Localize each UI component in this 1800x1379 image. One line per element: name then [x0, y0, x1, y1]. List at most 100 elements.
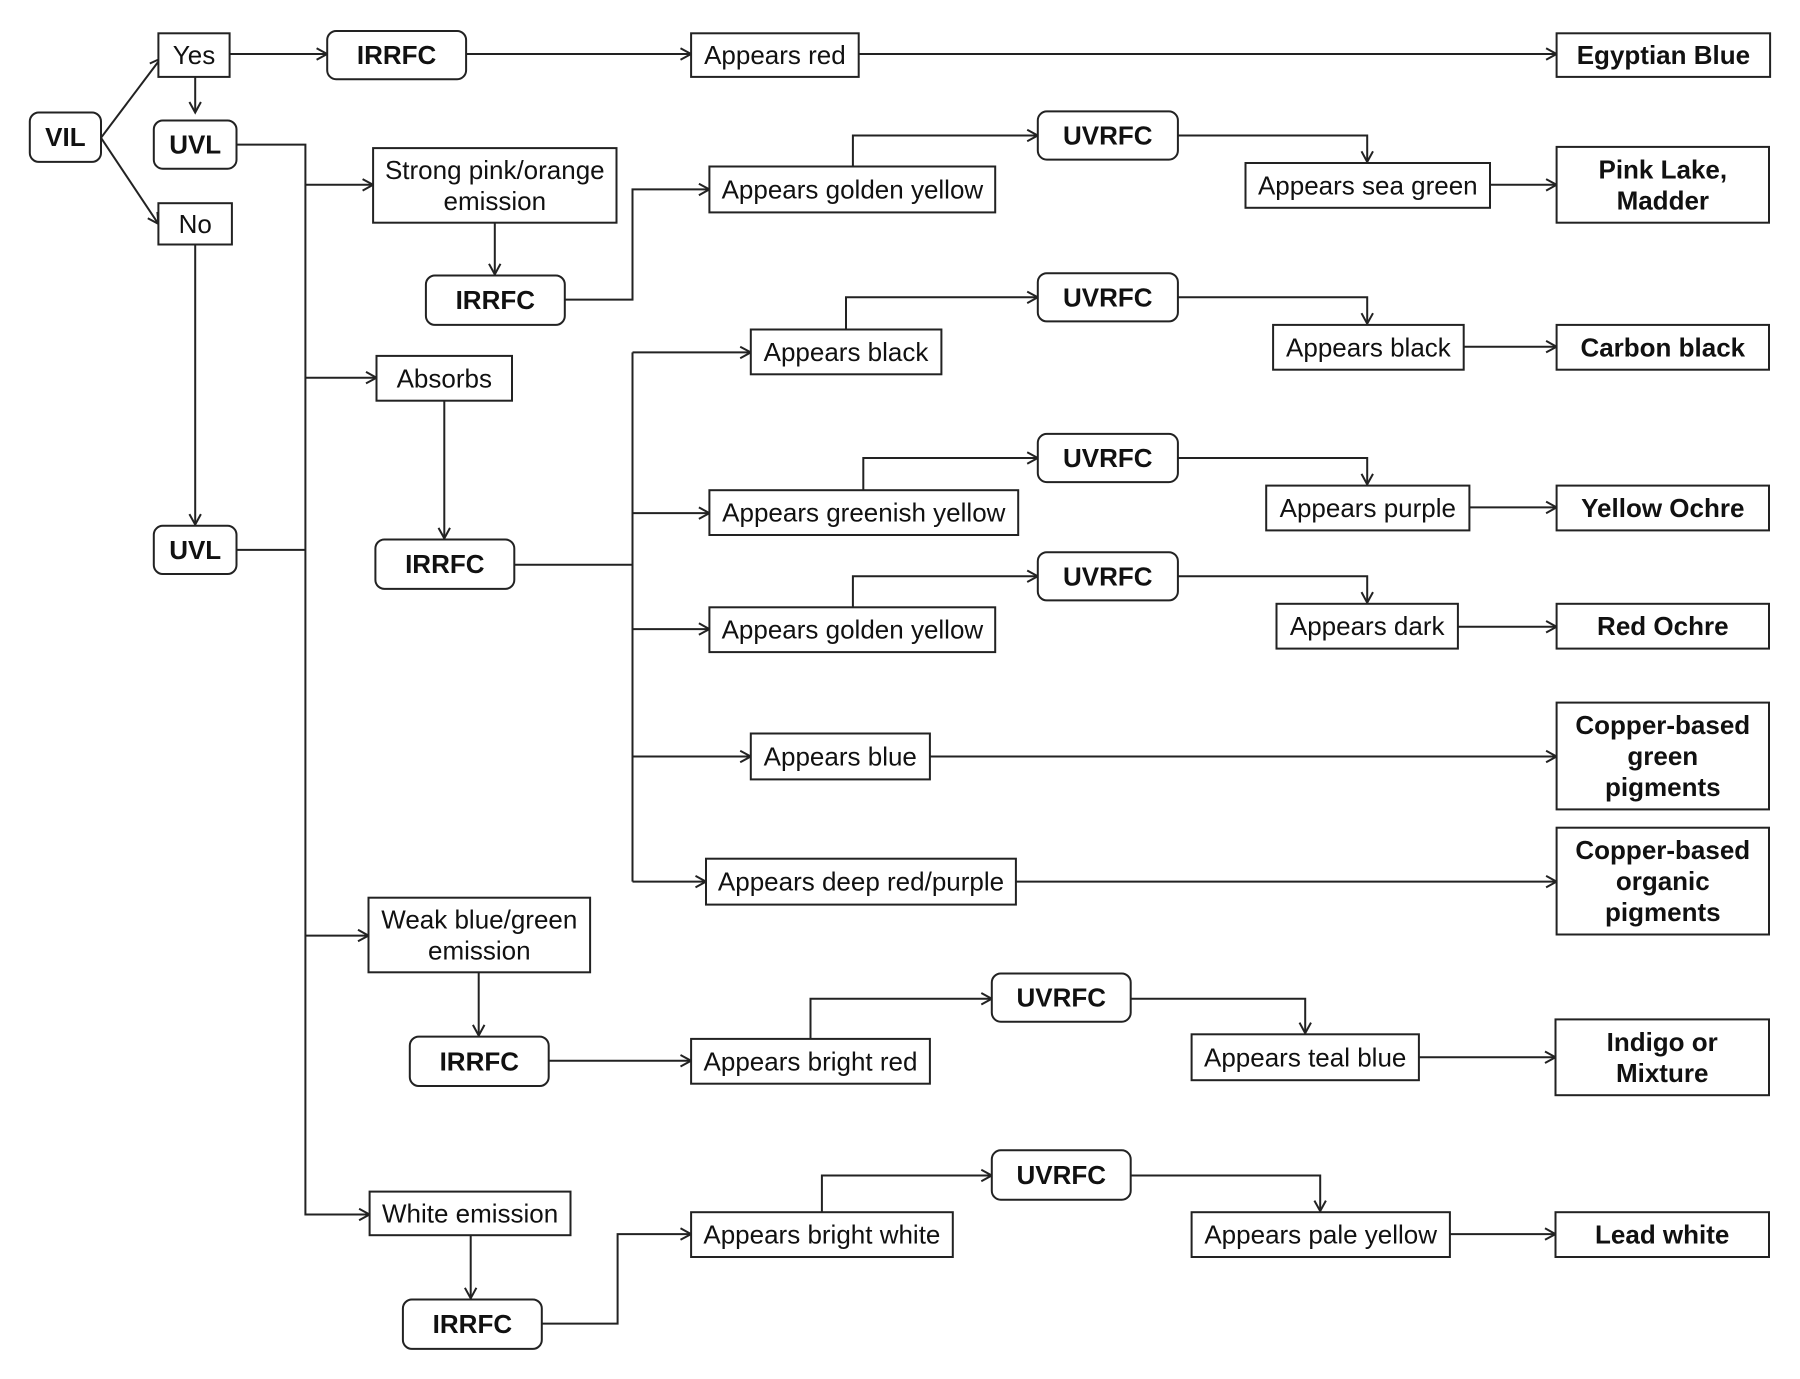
arrowhead-icon	[488, 263, 502, 277]
connector-arrow	[1457, 620, 1559, 634]
node-appears-red: Appears red	[690, 32, 860, 78]
connector-arrow	[541, 1227, 694, 1325]
node-label: Mixture	[1616, 1058, 1708, 1088]
node-teal: Appears teal blue	[1190, 1033, 1420, 1082]
connector-arrow	[1469, 500, 1559, 515]
node-no: No	[157, 202, 233, 246]
node-label: IRRFC	[405, 549, 485, 579]
node-uvl-no: UVL	[152, 524, 238, 575]
node-label: IRRFC	[357, 40, 437, 70]
node-sea-green: Appears sea green	[1244, 162, 1491, 209]
arrowhead-icon	[1360, 591, 1374, 605]
node-label: UVRFC	[1063, 121, 1153, 151]
connector-arrow	[188, 76, 202, 115]
connector-arrow	[472, 972, 486, 1038]
arrowhead-icon	[1360, 312, 1374, 326]
node-label: UVRFC	[1063, 282, 1153, 312]
connector-arrow	[929, 749, 1559, 764]
arrowhead-icon	[1298, 1022, 1312, 1036]
node-lead-white: Lead white	[1554, 1211, 1770, 1258]
connector-arrow	[466, 47, 694, 61]
arrowhead-icon	[188, 101, 202, 115]
connector-arrow	[236, 143, 372, 1222]
node-label: Copper-based	[1575, 835, 1750, 865]
connector-arrow	[851, 128, 1040, 167]
node-label: UVL	[169, 535, 221, 565]
connector-arrow	[437, 400, 451, 541]
node-egyptian-blue: Egyptian Blue	[1555, 32, 1772, 78]
node-label: Appears purple	[1280, 493, 1456, 523]
node-label: Appears black	[1286, 332, 1452, 362]
node-label: Absorbs	[397, 363, 492, 393]
node-abs-blue: Appears blue	[749, 732, 931, 781]
connector-arrow	[1130, 1174, 1327, 1214]
node-label: Madder	[1617, 185, 1709, 215]
node-yellow-ochre: Yellow Ochre	[1555, 484, 1770, 532]
connector-arrow	[100, 137, 160, 226]
connector-arrow	[862, 451, 1040, 491]
node-irrfc-abs: IRRFC	[374, 538, 516, 590]
connector-arrow	[488, 222, 502, 277]
node-absorbs: Absorbs	[375, 354, 513, 402]
connector-arrow	[632, 749, 753, 764]
node-irrfc-pink: IRRFC	[424, 274, 566, 326]
node-uvrfc-pink: UVRFC	[1036, 110, 1179, 161]
arrowhead-icon	[1313, 1200, 1327, 1214]
node-abs-black: Appears black	[749, 328, 943, 376]
arrowhead-icon	[188, 513, 202, 527]
node-abs-deep: Appears deep red/purple	[705, 857, 1017, 906]
node-irrfc-weak: IRRFC	[408, 1035, 550, 1087]
connector-arrow	[820, 1168, 994, 1213]
node-label: UVRFC	[1017, 983, 1107, 1013]
node-label: pigments	[1605, 772, 1721, 802]
node-pale-yellow: Appears pale yellow	[1190, 1211, 1451, 1258]
connector-arrow	[1177, 457, 1374, 487]
node-red-ochre: Red Ochre	[1555, 602, 1770, 650]
connector-arrow	[305, 178, 376, 192]
connector-arrow	[1177, 134, 1374, 164]
node-label: Appears golden yellow	[722, 615, 984, 645]
node-label: IRRFC	[440, 1046, 520, 1076]
connector-arrow	[1130, 997, 1312, 1036]
node-label: Carbon black	[1580, 332, 1745, 362]
connector-arrow	[188, 244, 202, 527]
node-black-black: Appears black	[1272, 323, 1465, 371]
node-label: Appears red	[704, 40, 846, 70]
node-label: Appears golden yellow	[722, 174, 984, 204]
connector-arrow	[632, 345, 753, 360]
connector-arrow	[1015, 875, 1559, 889]
connector-arrow	[1177, 296, 1374, 326]
node-label: emission	[444, 186, 547, 216]
node-dark: Appears dark	[1275, 602, 1459, 650]
arrowhead-icon	[1360, 150, 1374, 164]
arrowhead-icon	[147, 211, 160, 226]
node-label: Appears bright white	[703, 1220, 940, 1250]
arrowhead-icon	[472, 1024, 486, 1038]
node-label: IRRFC	[433, 1309, 513, 1339]
connector-arrow	[858, 47, 1559, 61]
node-irrfc-white: IRRFC	[401, 1298, 543, 1350]
connector-arrow	[548, 1054, 694, 1068]
node-abs-greenish: Appears greenish yellow	[708, 489, 1020, 537]
node-label: No	[179, 209, 212, 239]
connector-arrow	[851, 569, 1040, 608]
node-abs-golden: Appears golden yellow	[708, 606, 997, 654]
node-label: Pink Lake,	[1598, 154, 1727, 184]
node-carbon-black: Carbon black	[1555, 323, 1770, 371]
connector-arrow	[632, 622, 712, 636]
node-label: Appears dark	[1290, 611, 1446, 641]
node-label: Appears sea green	[1258, 170, 1478, 200]
connector-arrow	[1463, 340, 1559, 354]
node-uvl-yes: UVL	[152, 119, 238, 170]
node-label: UVRFC	[1063, 443, 1153, 473]
node-yes: Yes	[157, 32, 231, 78]
connector-arrow	[632, 506, 712, 520]
node-bright-white: Appears bright white	[690, 1211, 954, 1258]
node-label: White emission	[382, 1198, 558, 1228]
node-label: Yes	[173, 40, 215, 70]
node-label: pigments	[1605, 897, 1721, 927]
